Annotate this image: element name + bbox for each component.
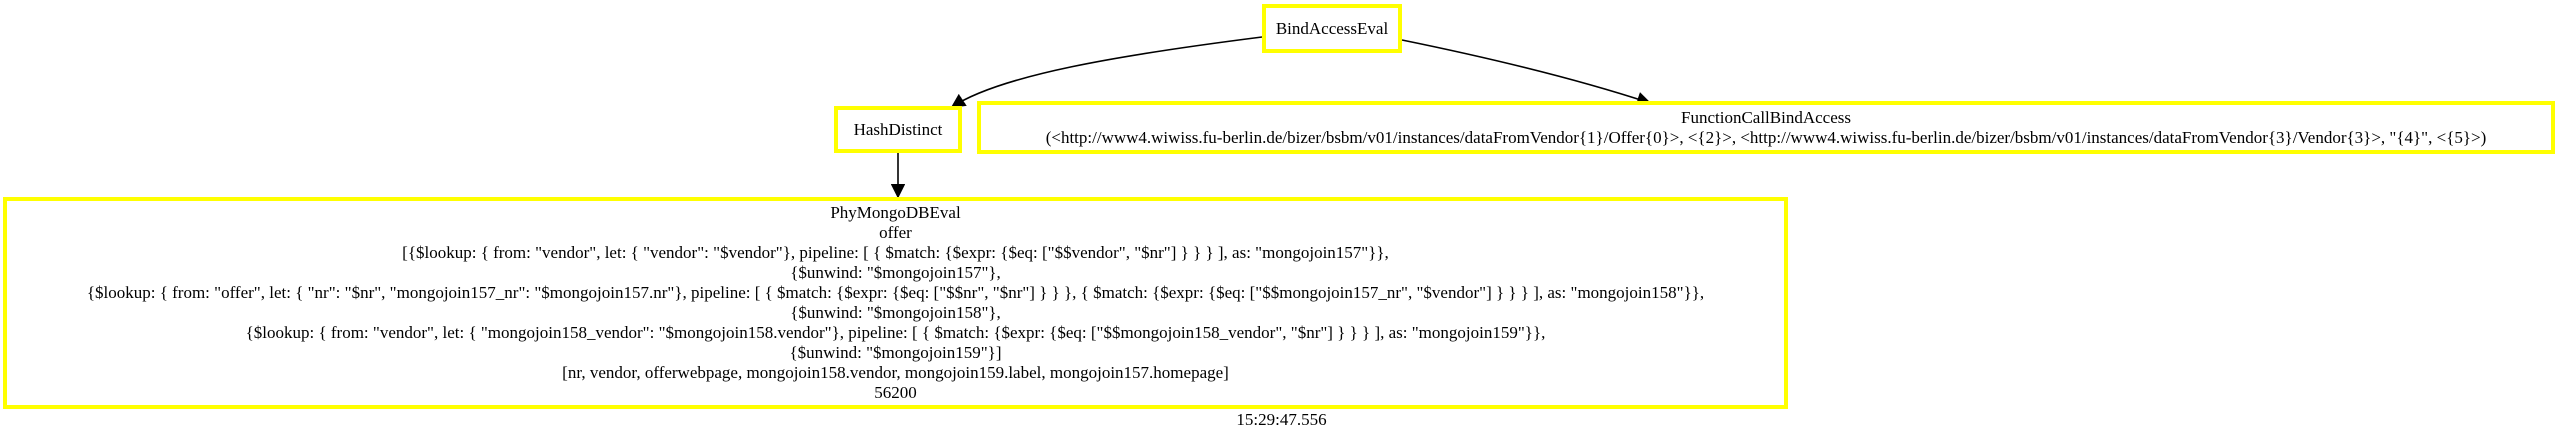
node-function-call-bind-access-detail: (<http://www4.wiwiss.fu-berlin.de/bizer/… (1045, 127, 2487, 147)
node-phy-mongo-db-eval-line: {$unwind: "$mongojoin158"}, (790, 303, 1001, 322)
node-function-call-bind-access: FunctionCallBindAccess (<http://www4.wiw… (977, 101, 2555, 154)
node-phy-mongo-db-eval-line: {$unwind: "$mongojoin159"}] (789, 343, 1002, 362)
node-phy-mongo-db-eval-line: 56200 (874, 383, 917, 402)
node-hash-distinct-label: HashDistinct (853, 119, 943, 139)
node-phy-mongo-db-eval-line: {$unwind: "$mongojoin157"}, (790, 263, 1001, 282)
edge-bindaccesseval-to-functioncallbindaccess (1401, 39, 1652, 106)
node-phy-mongo-db-eval-line: {$lookup: { from: "offer", let: { "nr": … (86, 283, 1705, 302)
timestamp: 15:29:47.556 (1236, 410, 1327, 429)
node-hash-distinct: HashDistinct (834, 106, 962, 153)
node-bind-access-eval-label: BindAccessEval (1275, 18, 1389, 38)
edge-bindaccesseval-to-hashdistinct (950, 36, 1263, 108)
node-phy-mongo-db-eval: PhyMongoDBEval offer [{$lookup: { from: … (3, 197, 1788, 409)
node-bind-access-eval: BindAccessEval (1262, 4, 1402, 53)
node-phy-mongo-db-eval-line: {$lookup: { from: "vendor", let: { "mong… (245, 323, 1546, 342)
node-phy-mongo-db-eval-line: [nr, vendor, offerwebpage, mongojoin158.… (562, 363, 1229, 382)
node-function-call-bind-access-label: FunctionCallBindAccess (1681, 107, 1851, 127)
node-phy-mongo-db-eval-label: PhyMongoDBEval (830, 203, 961, 222)
node-phy-mongo-db-eval-line: [{$lookup: { from: "vendor", let: { "ven… (402, 243, 1389, 262)
node-phy-mongo-db-eval-line: offer (879, 223, 912, 242)
